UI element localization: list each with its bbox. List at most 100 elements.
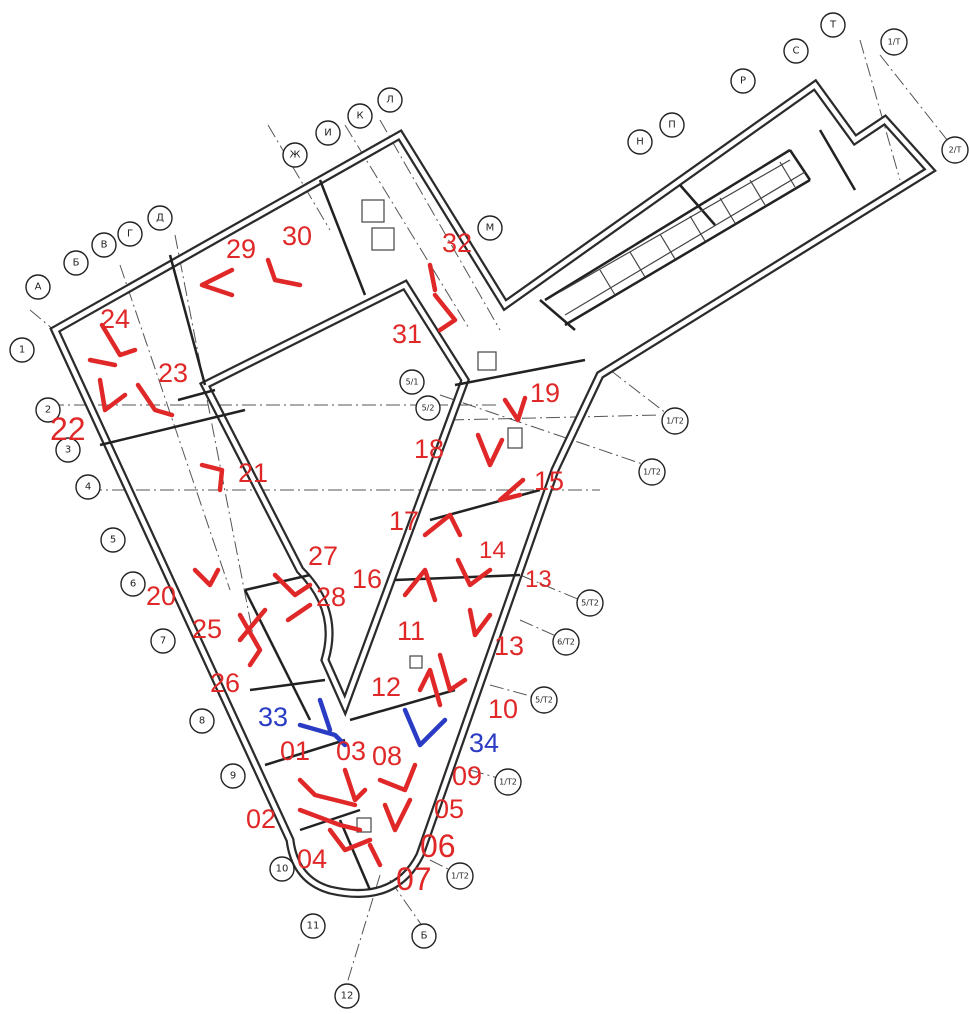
svg-text:5: 5	[110, 535, 116, 546]
marker-label-17: 17	[389, 506, 419, 536]
grid-bubble: Г	[117, 221, 143, 247]
marker-label-15: 15	[534, 466, 564, 496]
marker-label-27: 27	[308, 541, 338, 571]
marker-label-25: 25	[192, 614, 222, 644]
marker-label-01: 01	[280, 736, 310, 766]
grid-bubble: А	[25, 274, 51, 300]
grid-bubble: 8	[189, 708, 215, 734]
svg-text:8: 8	[199, 716, 205, 727]
grid-bubble: С	[783, 38, 809, 64]
grid-bubble: 5/Т2	[530, 686, 558, 714]
svg-text:Б: Б	[421, 931, 428, 942]
svg-text:12: 12	[341, 991, 354, 1002]
marker-label-13a: 13	[525, 566, 552, 593]
marker-label-12: 12	[371, 672, 401, 702]
svg-text:2/Т: 2/Т	[949, 146, 962, 155]
marker-label-09: 09	[452, 761, 482, 791]
grid-bubble: Б	[411, 923, 437, 949]
svg-text:П: П	[668, 120, 676, 131]
grid-bubble: Р	[730, 68, 756, 94]
marker-label-30: 30	[282, 221, 312, 251]
svg-text:5/1: 5/1	[406, 378, 419, 387]
grid-bubble: 10	[269, 856, 295, 882]
grid-bubble: 2	[35, 397, 61, 423]
svg-text:5/2: 5/2	[422, 404, 435, 413]
grid-bubble: 6/Т2	[552, 628, 580, 656]
svg-text:И: И	[324, 128, 331, 139]
svg-text:Н: Н	[636, 137, 644, 148]
svg-text:7: 7	[160, 636, 166, 647]
svg-text:11: 11	[307, 921, 320, 932]
marker-label-03: 03	[336, 736, 366, 766]
marker-label-31: 31	[392, 319, 422, 349]
marker-label-02: 02	[246, 804, 276, 834]
grid-bubble: 9	[220, 763, 246, 789]
interior-partitions	[99, 129, 857, 891]
svg-text:1/Т2: 1/Т2	[643, 468, 661, 477]
marker-label-22: 22	[50, 411, 86, 447]
svg-text:4: 4	[85, 482, 91, 493]
grid-bubble: Ж	[282, 142, 308, 168]
svg-text:М: М	[486, 223, 495, 234]
svg-text:Т: Т	[829, 20, 837, 31]
svg-text:6: 6	[130, 579, 136, 590]
grid-bubble: К	[347, 103, 373, 129]
grid-bubble: 1/Т2	[494, 768, 522, 796]
building-walls	[49, 78, 937, 898]
marker-label-32: 32	[442, 228, 472, 258]
view-marker-labels: 01 02 03 04 05 06 07 08 09 10 11 12 13 1…	[50, 221, 564, 897]
svg-text:А: А	[35, 282, 42, 293]
svg-text:6/Т2: 6/Т2	[557, 638, 575, 647]
marker-label-29: 29	[226, 234, 256, 264]
marker-label-18: 18	[414, 434, 444, 464]
grid-bubble: 4	[75, 474, 101, 500]
marker-label-13b: 13	[494, 631, 524, 661]
svg-text:3: 3	[65, 445, 71, 456]
grid-bubble: Д	[147, 205, 173, 231]
marker-label-14: 14	[479, 537, 506, 564]
grid-bubble: 3	[55, 437, 81, 463]
svg-text:5/Т2: 5/Т2	[535, 696, 553, 705]
svg-text:5/Т2: 5/Т2	[581, 599, 599, 608]
marker-label-19: 19	[530, 378, 560, 408]
grid-bubble: 1/Т	[880, 28, 908, 56]
marker-label-23: 23	[158, 358, 188, 388]
grid-bubble: 5/1	[399, 369, 425, 395]
marker-label-11: 11	[397, 616, 425, 646]
view-markers	[87, 257, 528, 868]
marker-label-21: 21	[238, 458, 268, 488]
grid-bubbles: 1 2 3 4 5 6 7 8 9 10 11 12 А Б В Г Д Ж И…	[9, 12, 969, 1009]
svg-text:Р: Р	[740, 76, 746, 87]
svg-text:1/Т2: 1/Т2	[451, 872, 469, 881]
svg-text:10: 10	[276, 864, 289, 875]
grid-axis-lines	[29, 39, 956, 991]
grid-bubble: 12	[334, 983, 360, 1009]
svg-text:1/Т2: 1/Т2	[666, 417, 684, 426]
svg-text:Ж: Ж	[290, 150, 301, 161]
svg-text:В: В	[101, 240, 108, 251]
svg-text:1: 1	[19, 345, 25, 356]
svg-text:9: 9	[230, 771, 236, 782]
marker-label-08: 08	[372, 741, 402, 771]
marker-label-34: 34	[469, 728, 499, 758]
svg-text:К: К	[356, 111, 363, 122]
svg-text:1/Т2: 1/Т2	[499, 778, 517, 787]
marker-label-33: 33	[258, 702, 288, 732]
grid-bubble: 7	[150, 628, 176, 654]
svg-text:Л: Л	[386, 95, 394, 106]
grid-bubble: 5/2	[415, 395, 441, 421]
grid-bubble: П	[659, 112, 685, 138]
svg-text:2: 2	[45, 405, 51, 416]
marker-label-16: 16	[352, 564, 382, 594]
marker-label-26: 26	[210, 668, 240, 698]
svg-text:С: С	[793, 46, 800, 57]
svg-text:Д: Д	[156, 213, 164, 224]
grid-bubble: 1/Т2	[638, 458, 666, 486]
grid-bubble: 11	[300, 913, 326, 939]
grid-bubble: 5	[100, 527, 126, 553]
marker-label-24: 24	[100, 304, 130, 334]
grid-bubble: 1/Т2	[446, 862, 474, 890]
svg-text:Б: Б	[73, 258, 80, 269]
grid-bubble: 1/Т2	[661, 407, 689, 435]
